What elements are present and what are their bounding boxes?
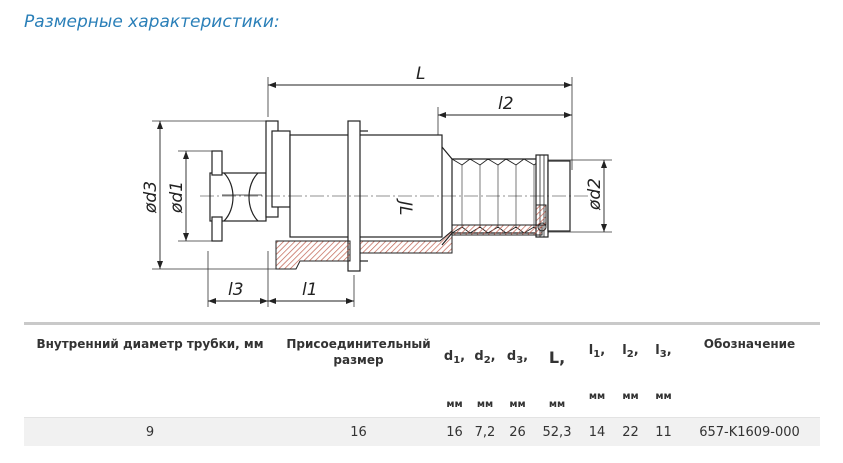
col-d1: d1,	[441, 322, 468, 391]
cell-l1: 14	[581, 417, 613, 446]
col-connection-size: Присоединительный размер	[276, 322, 441, 418]
col-l2: l2,	[613, 322, 648, 391]
cell-designation: 657-K1609-000	[679, 417, 820, 446]
unit-d2: мм	[476, 398, 494, 410]
cell-l3: 11	[648, 417, 679, 446]
dim-label-d1: ød1	[167, 181, 187, 214]
cell-l2: 22	[613, 417, 648, 446]
part-mark: JL	[395, 198, 415, 216]
dim-label-l1: l1	[302, 280, 318, 300]
cell-d1: 16	[441, 417, 468, 446]
unit-L: мм	[548, 398, 566, 410]
specs-table: Внутренний диаметр трубки, мм Присоедини…	[24, 322, 820, 446]
cell-L: 52,3	[533, 417, 581, 446]
unit-d1: мм	[446, 398, 463, 410]
col-designation: Обозначение	[679, 322, 820, 418]
section-hatch	[275, 204, 547, 270]
table-row: 9 16 16 7,2 26 52,3 14 22 11 657-K1609-0…	[24, 417, 820, 446]
cell-connection-size: 16	[276, 417, 441, 446]
cell-d2: 7,2	[468, 417, 502, 446]
dim-label-l2: l2	[498, 94, 514, 114]
cell-d3: 26	[502, 417, 533, 446]
col-l3: l3,	[648, 322, 679, 391]
technical-drawing: L l2 l3 l1 ød3 ød1 ød2 JL	[141, 64, 612, 307]
col-l1: l1,	[581, 322, 613, 391]
col-d2: d2,	[468, 322, 502, 391]
dim-label-d2: ød2	[585, 178, 605, 211]
col-inner-diameter: Внутренний диаметр трубки, мм	[24, 322, 276, 418]
unit-l1: мм	[588, 391, 606, 402]
cell-inner-diameter: 9	[24, 417, 276, 446]
dim-label-d3: ød3	[141, 181, 161, 214]
col-d3: d3,	[502, 322, 533, 391]
unit-d3: мм	[509, 398, 526, 410]
dimension-lines	[157, 82, 607, 304]
dim-label-L: L	[416, 64, 425, 84]
col-L: L,	[533, 322, 581, 391]
unit-l2: мм	[622, 391, 639, 402]
dim-label-l3: l3	[228, 280, 244, 300]
unit-l3: мм	[655, 391, 672, 402]
fitting-body	[200, 120, 590, 272]
page-heading: Размерные характеристики:	[24, 12, 280, 32]
